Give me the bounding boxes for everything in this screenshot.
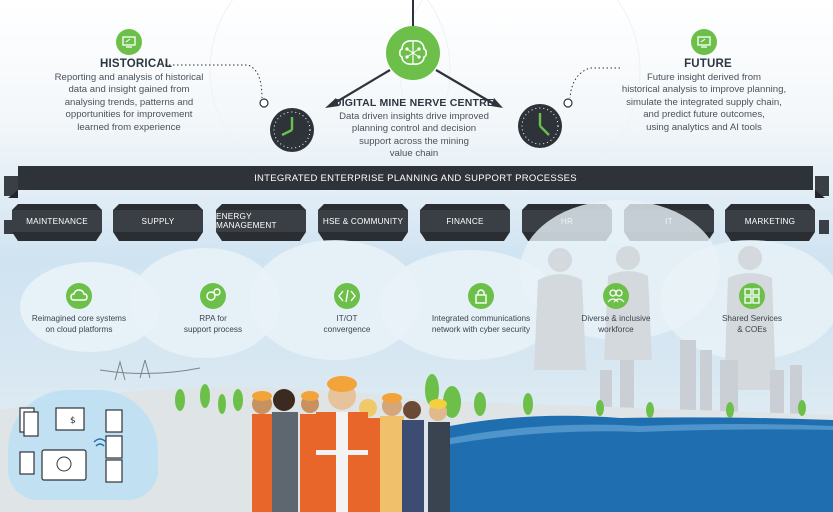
future-title: FUTURE [684,58,732,70]
integrated-processes-banner: INTEGRATED ENTERPRISE PLANNING AND SUPPO… [18,166,813,190]
future-clock-icon [518,104,562,148]
process-tab-bottom [113,232,203,241]
process-tab-marketing: MARKETING [725,210,815,232]
process-tab-energy-management: ENERGY MANAGEMENT [216,210,306,232]
brain-icon [386,26,440,80]
process-tab-bottom [12,232,102,241]
process-tab-top [420,204,510,210]
process-tab-supply: SUPPLY [113,210,203,232]
center-title: DIGITAL MINE NERVE CENTRE [333,97,495,109]
svg-text:$: $ [70,416,76,426]
people-icon [603,283,629,309]
historical-monitor-icon [116,29,142,55]
process-tab-top [522,204,612,210]
process-tab-bottom [420,232,510,241]
historical-title: HISTORICAL [100,58,173,70]
process-row-caps [4,220,829,234]
process-tab-top [318,204,408,210]
future-monitor-icon [691,29,717,55]
process-tab-bottom [216,232,306,241]
process-tab-bottom [725,232,815,241]
workforce-silhouettes [534,246,802,415]
banner-caps [4,176,829,198]
landscape [0,360,833,512]
process-tab-maintenance: MAINTENANCE [12,210,102,232]
capability-label: Shared Services& COEs [721,314,783,334]
gears-icon [200,283,226,309]
process-tab-top [725,204,815,210]
code-icon [334,283,360,309]
workers-group [252,376,450,512]
process-tab-bottom [318,232,408,241]
services-icon [739,283,765,309]
lock-icon [468,283,494,309]
devices-icons: $ [19,407,123,483]
historical-clock-icon [270,108,314,152]
process-tab-top [12,204,102,210]
process-tab-hse-community: HSE & COMMUNITY [318,210,408,232]
process-tab-top [113,204,203,210]
process-tab-finance: FINANCE [420,210,510,232]
cloud-icon [66,283,92,309]
process-tab-top [216,204,306,210]
process-tab-top [624,204,714,210]
